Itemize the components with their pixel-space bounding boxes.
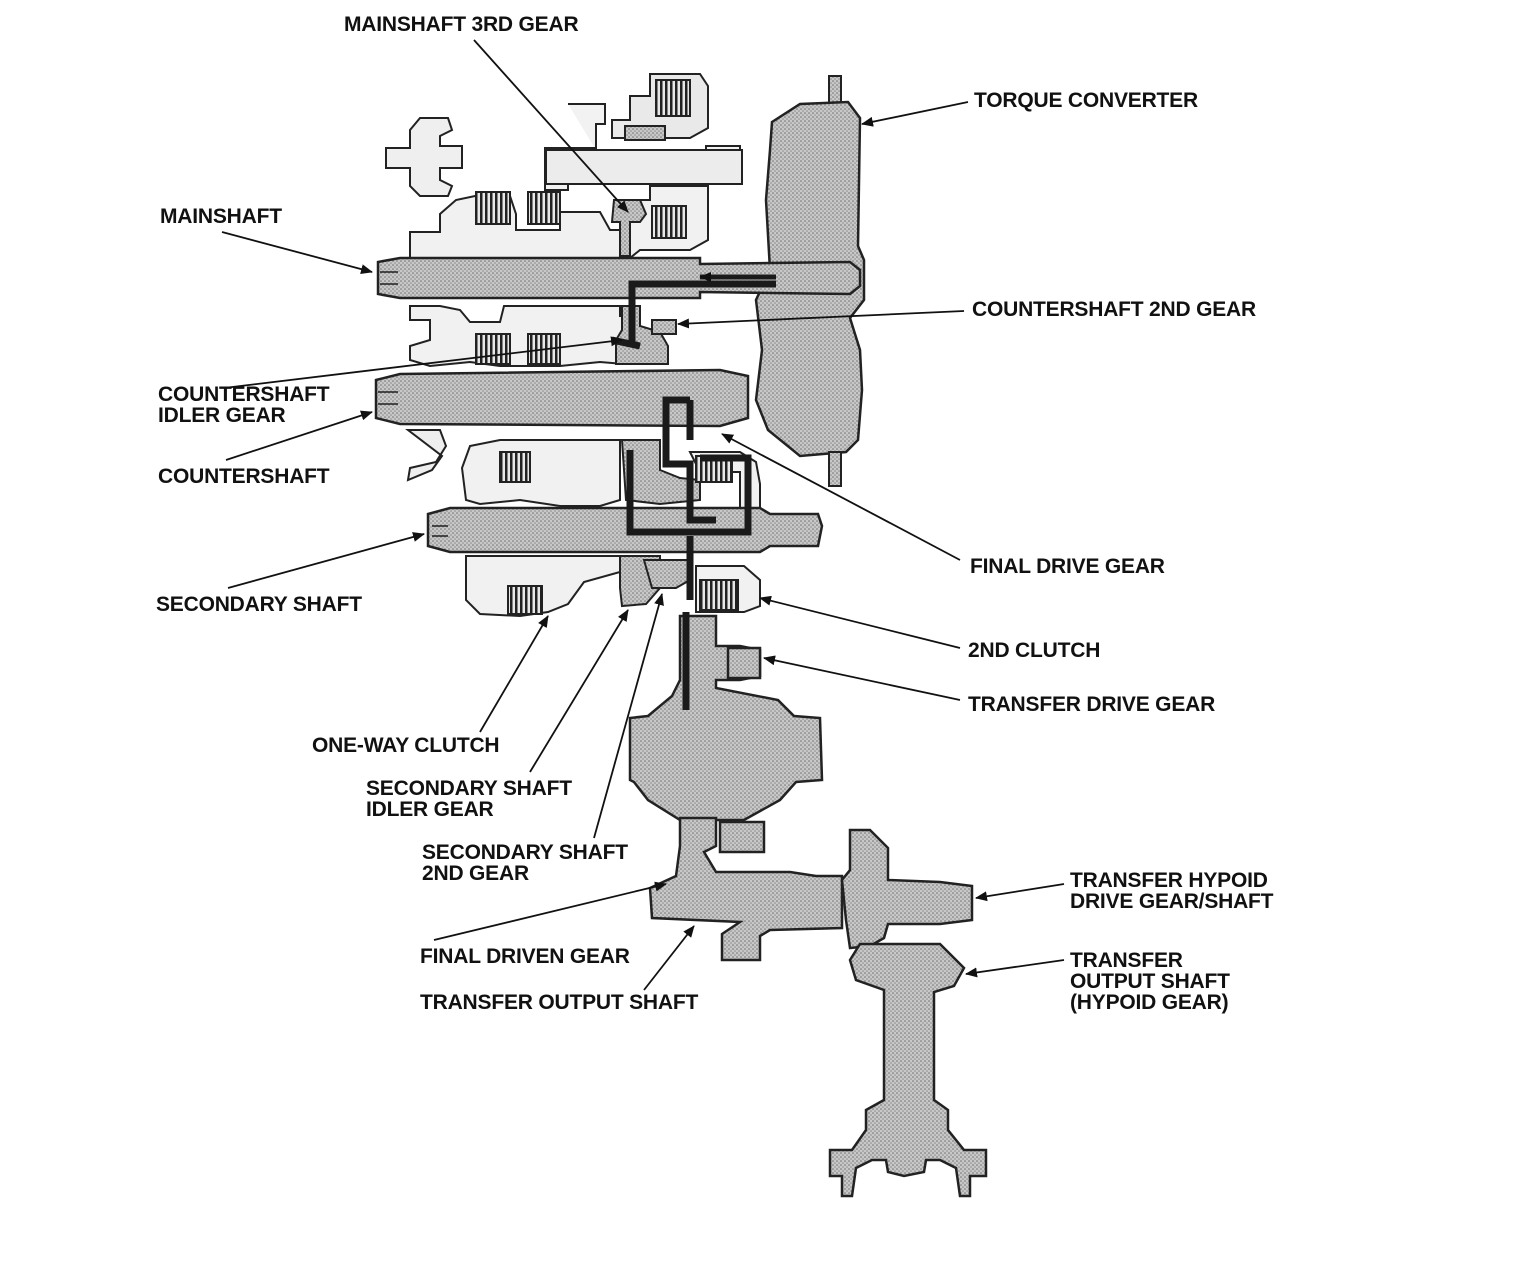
lower-secondary-assembly (465, 555, 761, 618)
label-line: 2ND GEAR (422, 862, 529, 885)
leader-secondary-shaft-2nd-gear (593, 593, 664, 839)
label-line: SECONDARY SHAFT (366, 777, 572, 800)
label-line: (HYPOID GEAR) (1070, 991, 1229, 1014)
transfer-hypoid-drive-gear (840, 828, 974, 950)
label-2nd-clutch: 2ND CLUTCH (968, 639, 1101, 662)
label-line: TRANSFER HYPOID (1070, 869, 1268, 892)
leader-transfer-hypoid-drive-gear (975, 883, 1065, 902)
leader-countershaft (225, 410, 373, 461)
label-line: IDLER GEAR (158, 404, 286, 427)
leader-final-drive-gear (721, 433, 961, 561)
leader-transfer-drive-gear (763, 655, 961, 701)
leader-lines (221, 39, 1065, 991)
label-final-drive-gear: FINAL DRIVE GEAR (970, 555, 1165, 578)
label-line: TRANSFER (1070, 949, 1183, 972)
label-transfer-hypoid-drive-gear: TRANSFER HYPOID DRIVE GEAR/SHAFT (1070, 869, 1274, 913)
leader-one-way-clutch (479, 615, 549, 733)
transfer-output-shaft-hypoid (828, 942, 988, 1198)
label-mainshaft-3rd-gear: MAINSHAFT 3RD GEAR (344, 13, 579, 36)
label-countershaft: COUNTERSHAFT (158, 465, 330, 488)
leader-torque-converter (861, 101, 969, 127)
label-line: OUTPUT SHAFT (1070, 970, 1230, 993)
mainshaft (376, 256, 862, 300)
leader-2nd-clutch (759, 595, 961, 649)
label-countershaft-idler-gear: COUNTERSHAFT IDLER GEAR (158, 383, 330, 427)
leader-secondary-shaft (227, 532, 425, 589)
label-torque-converter: TORQUE CONVERTER (974, 89, 1198, 112)
countershaft-gear-area (409, 305, 677, 368)
leader-final-driven-gear (433, 881, 667, 941)
secondary-shaft (426, 506, 824, 554)
label-line: SECONDARY SHAFT (422, 841, 628, 864)
label-mainshaft: MAINSHAFT (160, 205, 282, 228)
transfer-drive-gear-assembly (628, 614, 824, 822)
power-flow-path (611, 272, 776, 710)
label-transfer-output-shaft: TRANSFER OUTPUT SHAFT (420, 991, 699, 1014)
label-countershaft-2nd-gear: COUNTERSHAFT 2ND GEAR (972, 298, 1256, 321)
leader-countershaft-idler-gear (223, 336, 623, 389)
leader-transfer-output-shaft (643, 925, 695, 991)
label-line: IDLER GEAR (366, 798, 494, 821)
upper-clutch-assembly (385, 73, 743, 197)
leader-transfer-output-shaft-hypoid (965, 959, 1065, 978)
label-secondary-shaft: SECONDARY SHAFT (156, 593, 362, 616)
label-secondary-shaft-2nd-gear: SECONDARY SHAFT 2ND GEAR (422, 842, 628, 884)
leader-countershaft-2nd-gear (677, 310, 965, 329)
leader-mainshaft-3rd-gear (473, 39, 629, 213)
secondary-shaft-gear-area (405, 429, 761, 531)
label-line: COUNTERSHAFT (158, 383, 330, 406)
leader-mainshaft (221, 231, 373, 274)
label-final-driven-gear: FINAL DRIVEN GEAR (420, 945, 630, 968)
countershaft (374, 368, 750, 428)
label-transfer-output-shaft-hypoid: TRANSFER OUTPUT SHAFT (HYPOID GEAR) (1070, 950, 1230, 1013)
label-secondary-shaft-idler-gear: SECONDARY SHAFT IDLER GEAR (366, 778, 572, 820)
label-one-way-clutch: ONE-WAY CLUTCH (312, 734, 500, 757)
label-line: DRIVE GEAR/SHAFT (1070, 890, 1274, 913)
final-driven-gear-assembly (648, 816, 844, 962)
leader-secondary-shaft-idler-gear (529, 609, 629, 773)
label-transfer-drive-gear: TRANSFER DRIVE GEAR (968, 693, 1216, 716)
mainshaft-gear-area (409, 185, 709, 259)
